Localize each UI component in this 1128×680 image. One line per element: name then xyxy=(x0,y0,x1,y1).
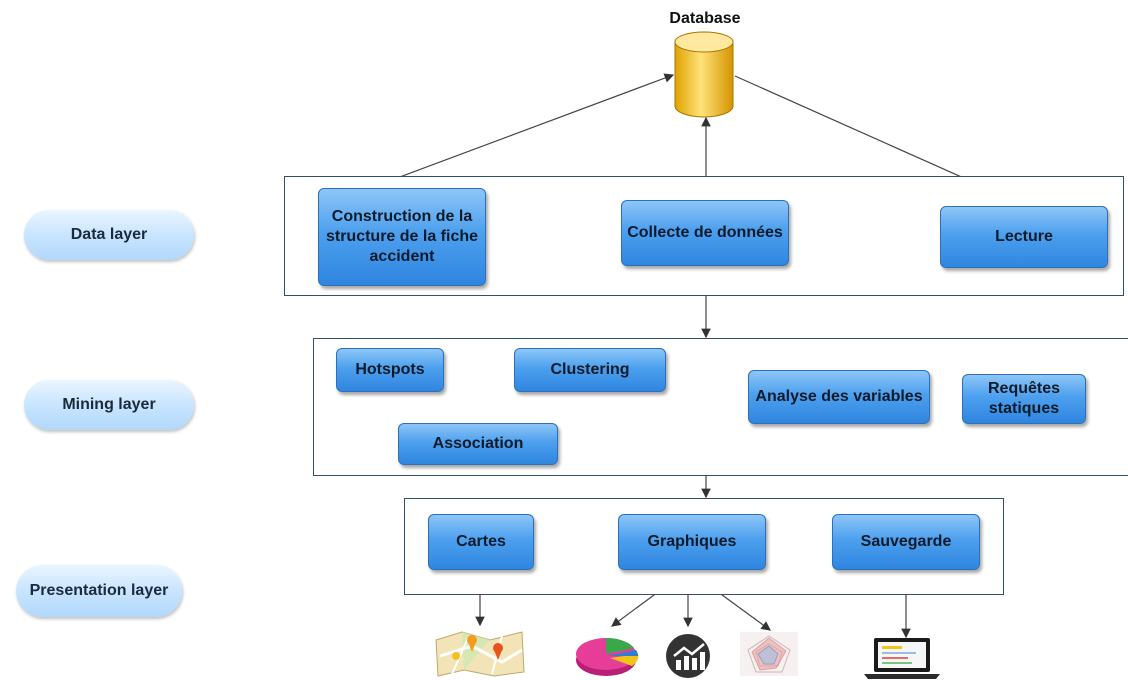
collecte-box: Collecte de données xyxy=(621,200,789,266)
clustering-box: Clustering xyxy=(514,348,666,392)
laptop-icon xyxy=(864,638,940,679)
analyse-box: Analyse des variables xyxy=(748,370,930,424)
hotspots-box: Hotspots xyxy=(336,348,444,392)
sauvegarde-box: Sauvegarde xyxy=(832,514,980,570)
construction-box: Construction de la structure de la fiche… xyxy=(318,188,486,286)
graphiques-box: Graphiques xyxy=(618,514,766,570)
data-layer-label: Data layer xyxy=(24,210,194,260)
database-label: Database xyxy=(669,10,741,27)
requetes-box: Requêtes statiques xyxy=(962,374,1086,424)
cartes-box: Cartes xyxy=(428,514,534,570)
lecture-box: Lecture xyxy=(940,206,1108,268)
pie-chart-icon xyxy=(576,637,639,676)
mining-layer-label: Mining layer xyxy=(24,380,194,430)
database-icon xyxy=(674,31,734,118)
association-box: Association xyxy=(398,423,558,465)
bar-trend-icon xyxy=(666,634,710,678)
presentation-layer-label: Presentation layer xyxy=(16,565,182,617)
radar-chart-icon xyxy=(740,632,798,676)
map-icon xyxy=(435,631,525,677)
